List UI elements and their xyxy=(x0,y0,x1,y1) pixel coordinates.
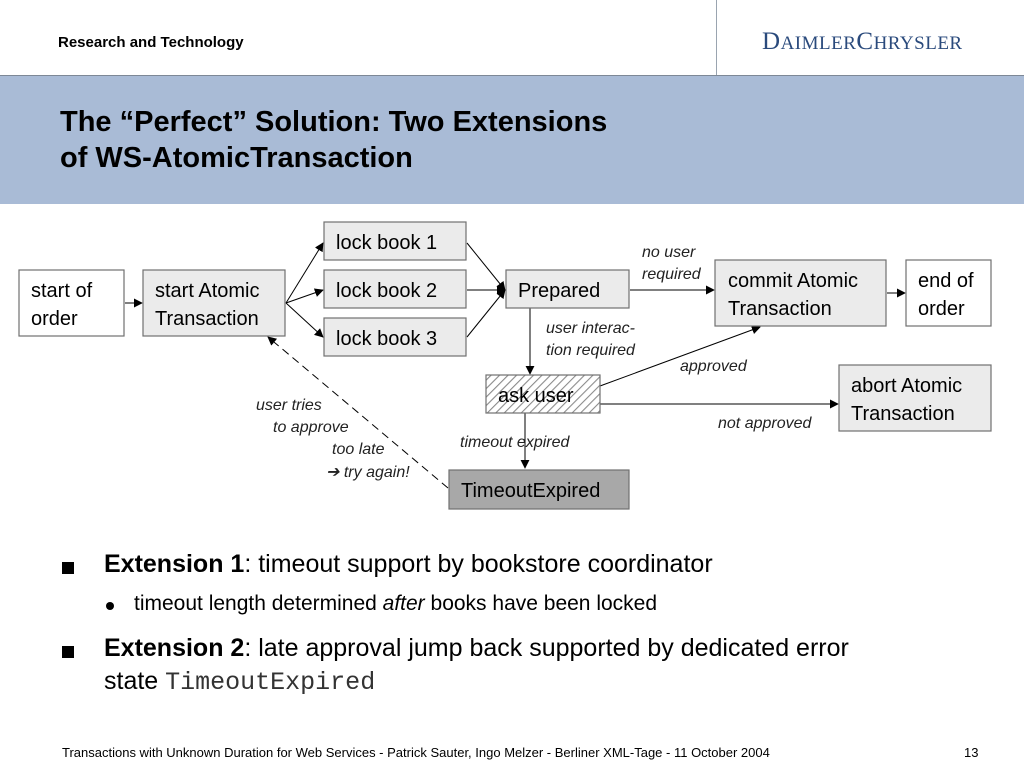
transaction-flow-diagram: start of order start Atomic Transaction … xyxy=(18,221,992,510)
label-timeout-expired: timeout expired xyxy=(460,434,570,451)
diagram-connectors xyxy=(125,242,906,489)
box-timeout xyxy=(448,469,630,510)
bullet-2-state-word: state xyxy=(104,667,166,695)
sub-bullet-dot xyxy=(106,602,114,610)
bullet-1-bold: Extension 1 xyxy=(104,550,245,578)
sub-bullet-after: books have been locked xyxy=(424,592,658,615)
footer-text: Transactions with Unknown Duration for W… xyxy=(62,745,770,760)
header-divider xyxy=(716,0,717,76)
arrow-atomic-to-lock2 xyxy=(285,288,324,304)
box-prepared xyxy=(505,269,630,309)
header-rule xyxy=(0,75,1024,76)
section-label: Research and Technology xyxy=(58,34,244,51)
title-bar xyxy=(0,76,1024,204)
diagram-boxes xyxy=(18,221,992,510)
box-commit-line2: Transaction xyxy=(728,298,832,320)
title-line-1: The “Perfect” Solution: Two Extensions xyxy=(60,106,608,138)
box-lock1-label: lock book 1 xyxy=(336,232,437,254)
bullet-2-mono: TimeoutExpired xyxy=(165,668,376,697)
daimlerchrysler-logo: DAIMLERCHRYSLER xyxy=(762,28,963,56)
logo-letters-aimler: AIMLER xyxy=(780,33,857,54)
label-approved: approved xyxy=(680,358,748,375)
box-abort-line2: Transaction xyxy=(851,403,955,425)
bullet-1-rest: : timeout support by bookstore coordinat… xyxy=(244,550,713,578)
label-no-user-line1: no user xyxy=(642,244,696,261)
box-lock3 xyxy=(323,317,467,357)
label-user-tries-line1: user tries xyxy=(256,397,322,414)
box-ask-user-label: ask user xyxy=(498,385,574,407)
label-user-tries-line2: to approve xyxy=(273,419,349,436)
box-ask-user xyxy=(485,374,601,414)
box-start-atomic xyxy=(142,269,286,337)
box-commit-line1: commit Atomic xyxy=(728,270,858,292)
box-timeout-label: TimeoutExpired xyxy=(461,480,600,502)
arrow-atomic-to-lock3 xyxy=(285,302,324,338)
box-start-order xyxy=(18,269,125,337)
box-start-order-line2: order xyxy=(31,308,78,330)
bullet-2-rest: : late approval jump back supported by d… xyxy=(244,634,849,662)
logo-letter-c: C xyxy=(856,28,874,55)
arrow-askuser-to-commit xyxy=(599,325,761,387)
box-abort-line1: abort Atomic xyxy=(851,375,962,397)
arrow-atomic-to-lock1 xyxy=(285,242,324,304)
title-line-2: of WS-AtomicTransaction xyxy=(60,142,413,174)
box-abort xyxy=(838,364,992,432)
box-start-order-line1: start of xyxy=(31,280,93,302)
logo-letter-d: D xyxy=(762,28,781,55)
box-lock3-label: lock book 3 xyxy=(336,328,437,350)
bullet-2-bold: Extension 2 xyxy=(104,634,245,662)
box-start-atomic-line1: start Atomic xyxy=(155,280,259,302)
box-commit xyxy=(714,259,887,327)
bullet-1-text: Extension 1: timeout support by bookstor… xyxy=(104,548,713,580)
label-user-tries-line3: too late xyxy=(332,441,385,458)
arrow-timeout-to-atomic-dashed xyxy=(267,336,449,489)
arrow-lock1-to-prepared xyxy=(466,242,506,291)
bullet-square-1 xyxy=(62,554,76,574)
page-number: 13 xyxy=(964,745,979,760)
bullet-2-line2: state TimeoutExpired xyxy=(104,665,375,699)
slide-title: The “Perfect” Solution: Two Extensions o… xyxy=(60,104,607,176)
arrow-lock3-to-prepared xyxy=(466,289,506,338)
bullet-square-2 xyxy=(62,638,76,658)
box-end-order-line1: end of xyxy=(918,270,974,292)
box-lock1 xyxy=(323,221,467,261)
box-lock2-label: lock book 2 xyxy=(336,280,437,302)
box-end-order xyxy=(905,259,992,327)
logo-letters-hrysler: HRYSLER xyxy=(873,33,963,54)
slide-header: Research and Technology DAIMLERCHRYSLER xyxy=(0,0,1024,76)
box-lock2 xyxy=(323,269,467,309)
label-user-interaction-line1: user interac- xyxy=(546,320,635,337)
label-no-user-line2: required xyxy=(642,266,702,283)
sub-bullet-italic: after xyxy=(382,592,425,615)
label-user-tries-line4: ➔ try again! xyxy=(326,464,410,481)
sub-bullet-text: timeout length determined after books ha… xyxy=(134,592,657,616)
box-start-atomic-line2: Transaction xyxy=(155,308,259,330)
box-prepared-label: Prepared xyxy=(518,280,600,302)
box-end-order-line2: order xyxy=(918,298,965,320)
sub-bullet-before: timeout length determined xyxy=(134,592,383,615)
label-user-interaction-line2: tion required xyxy=(546,342,636,359)
label-not-approved: not approved xyxy=(718,415,813,432)
bullet-2-text: Extension 2: late approval jump back sup… xyxy=(104,632,849,664)
